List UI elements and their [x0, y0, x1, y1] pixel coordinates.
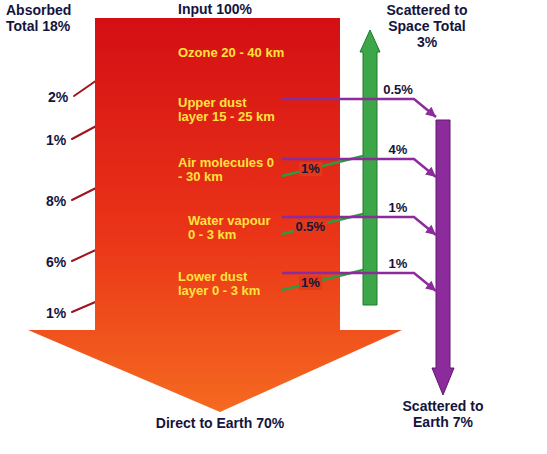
layer-band: Upper dust layer 15 - 25 km	[178, 96, 278, 124]
connector	[282, 99, 436, 117]
connector-line	[282, 273, 436, 291]
percent-value: 1%	[46, 305, 66, 321]
arrow-head	[425, 107, 436, 117]
edge-percent: 4%	[387, 143, 410, 157]
connector	[282, 159, 436, 177]
arrow-head	[425, 225, 436, 235]
space-heading: Scattered to Space Total 3%	[386, 2, 468, 50]
edge-percent: 1%	[299, 276, 322, 290]
layer-band: Air molecules 0 - 30 km	[178, 156, 278, 184]
arrow-head	[425, 167, 436, 177]
layer-label: Water vapour 0 - 3 km	[188, 214, 278, 242]
layer-band: Lower dust layer 0 - 3 km	[178, 270, 278, 298]
connector	[282, 273, 436, 291]
percent-value: 2%	[48, 89, 68, 105]
green-arrow-body	[360, 30, 380, 305]
purple-arrow-body	[432, 120, 454, 395]
layer-label: Lower dust layer 0 - 3 km	[178, 270, 278, 298]
purple-arrow-shape	[432, 120, 454, 395]
connector-line	[282, 159, 436, 177]
edge-percent: 0.5%	[381, 83, 415, 97]
connector	[282, 217, 436, 235]
absorbed-heading: Absorbed Total 18%	[6, 2, 101, 34]
edge-percent: 1%	[387, 201, 410, 215]
edge-percent: 1%	[299, 162, 322, 176]
edge-percent: 1%	[387, 257, 410, 271]
connector-line	[282, 99, 436, 117]
radiation-arrow: Input 100%Direct to Earth 70%Ozone 20 - …	[28, 18, 402, 412]
edge-percent: 0.5%	[294, 220, 328, 234]
layer-label: Ozone 20 - 40 km	[178, 46, 284, 60]
percent-value: 6%	[46, 254, 66, 270]
output-heading: Direct to Earth 70%	[150, 415, 290, 431]
layer-label: Upper dust layer 15 - 25 km	[178, 96, 278, 124]
green-arrow-shape	[360, 30, 380, 305]
layer-label: Air molecules 0 - 30 km	[178, 156, 278, 184]
connector-line	[282, 217, 436, 235]
earth-heading: Scattered to Earth 7%	[388, 398, 498, 430]
layer-band: Water vapour 0 - 3 km	[188, 214, 278, 242]
earth-arrow: Scattered to Earth 7%	[432, 120, 454, 395]
space-arrow: Scattered to Space Total 3%	[360, 30, 380, 305]
layer-band: Ozone 20 - 40 km	[178, 46, 284, 60]
input-heading: Input 100%	[28, 1, 402, 17]
red-arrow-body	[28, 18, 402, 412]
percent-value: 8%	[46, 193, 66, 209]
percent-value: 1%	[46, 132, 66, 148]
arrow-head	[425, 281, 436, 291]
